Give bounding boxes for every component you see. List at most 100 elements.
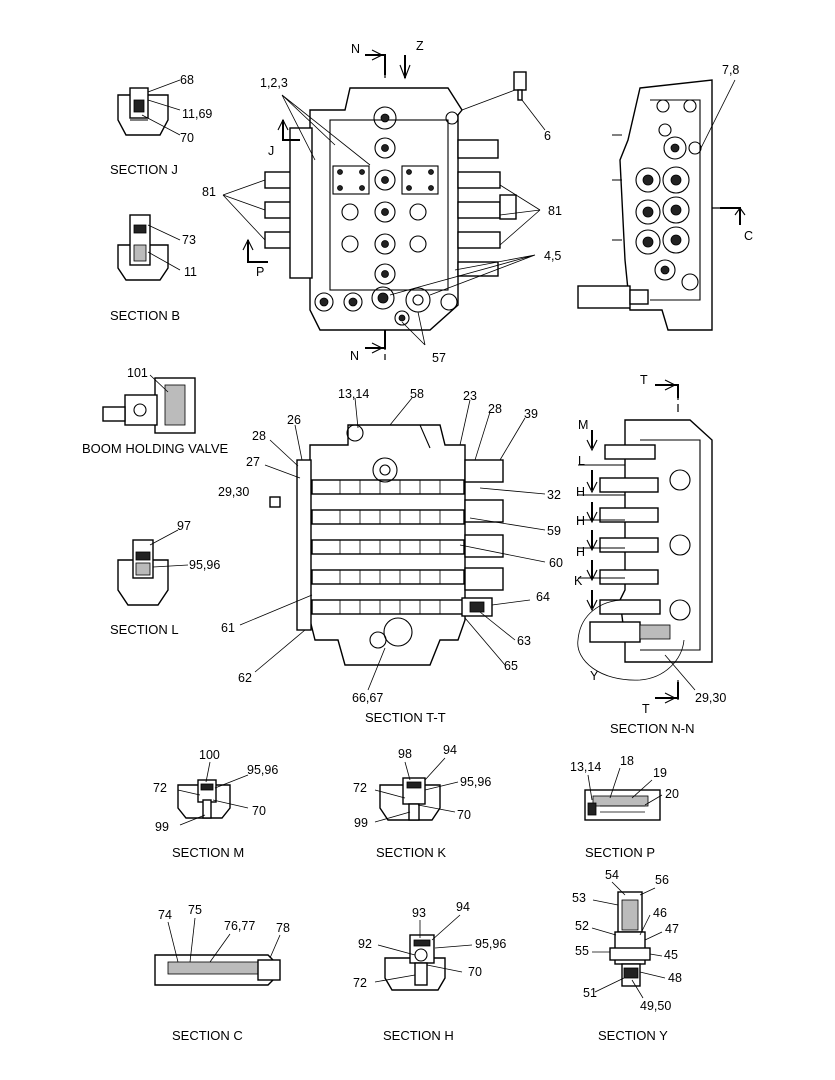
part-label-68: 68 [180, 73, 194, 87]
cut-letter-n-top: N [351, 42, 360, 56]
section-h-drawing [384, 934, 446, 991]
part-label-19: 19 [653, 766, 667, 780]
leader-lines [141, 79, 736, 999]
boom-holding-valve-drawing [102, 377, 196, 434]
part-label-100: 100 [199, 748, 220, 762]
part-label-28-right: 28 [488, 402, 502, 416]
cut-letter-h-1: H [576, 485, 585, 499]
part-label-70-h: 70 [468, 965, 482, 979]
cut-letter-y: Y [590, 669, 599, 683]
cut-letter-j: J [268, 144, 274, 158]
part-label-52: 52 [575, 919, 589, 933]
part-label-7-8: 7,8 [722, 63, 739, 77]
part-label-27: 27 [246, 455, 260, 469]
caption-section-nn: SECTION N-N [610, 721, 695, 736]
part-label-26: 26 [287, 413, 301, 427]
part-label-39: 39 [524, 407, 538, 421]
section-b-drawing [117, 214, 169, 281]
part-label-95-96-m: 95,96 [247, 763, 278, 777]
part-label-57: 57 [432, 351, 446, 365]
cut-letter-k: K [574, 574, 583, 588]
caption-section-c: SECTION C [172, 1028, 243, 1043]
part-label-11-69: 11,69 [182, 107, 212, 121]
side-view-drawing [577, 79, 730, 331]
part-label-94-k: 94 [443, 743, 457, 757]
caption-boom-holding-valve: BOOM HOLDING VALVE [82, 441, 228, 456]
part-label-72-m: 72 [153, 781, 167, 795]
part-label-97: 97 [177, 519, 191, 533]
part-label-46: 46 [653, 906, 667, 920]
cut-letter-c: C [744, 229, 753, 243]
caption-section-j: SECTION J [110, 162, 178, 177]
part-label-76-77: 76,77 [224, 919, 255, 933]
cut-letter-h-3: H [576, 545, 585, 559]
part-label-55: 55 [575, 944, 589, 958]
part-label-13-14-tt: 13,14 [338, 387, 369, 401]
part-label-29-30-nn: 29,30 [695, 691, 726, 705]
part-label-98: 98 [398, 747, 412, 761]
cut-letter-l: L [578, 454, 585, 468]
part-label-13-14-p: 13,14 [570, 760, 601, 774]
part-label-74: 74 [158, 908, 172, 922]
part-label-47: 47 [665, 922, 679, 936]
section-k-drawing [379, 777, 441, 821]
part-label-1-2-3: 1,2,3 [260, 76, 288, 90]
part-label-58: 58 [410, 387, 424, 401]
part-label-92: 92 [358, 937, 372, 951]
caption-section-b: SECTION B [110, 308, 180, 323]
part-label-62: 62 [238, 671, 252, 685]
part-label-70-k: 70 [457, 808, 471, 822]
part-label-49-50: 49,50 [640, 999, 671, 1013]
caption-section-m: SECTION M [172, 845, 244, 860]
part-label-93: 93 [412, 906, 426, 920]
cut-letter-labels: N Z J P N C T T M L H H H K Y [256, 39, 753, 716]
cut-markers [242, 49, 746, 704]
part-label-73: 73 [182, 233, 196, 247]
part-label-59: 59 [547, 524, 561, 538]
part-label-99-k: 99 [354, 816, 368, 830]
cut-letter-z: Z [416, 39, 424, 53]
cut-letter-n-bottom: N [350, 349, 359, 363]
part-label-20: 20 [665, 787, 679, 801]
part-label-29-30-tt: 29,30 [218, 485, 249, 499]
section-c-drawing [154, 954, 281, 986]
part-label-4-5: 4,5 [544, 249, 561, 263]
part-label-72-h: 72 [353, 976, 367, 990]
part-label-23: 23 [463, 389, 477, 403]
part-label-45: 45 [664, 948, 678, 962]
cut-letter-t-bottom: T [642, 702, 650, 716]
part-label-18: 18 [620, 754, 634, 768]
part-label-53: 53 [572, 891, 586, 905]
section-tt-drawing [269, 424, 504, 666]
part-label-60: 60 [549, 556, 563, 570]
part-label-61: 61 [221, 621, 235, 635]
section-m-drawing [177, 779, 231, 819]
part-label-64: 64 [536, 590, 550, 604]
section-y-drawing [609, 891, 651, 987]
section-p-drawing [584, 789, 661, 821]
part-label-75: 75 [188, 903, 202, 917]
part-label-81-left: 81 [202, 185, 216, 199]
part-label-95-96-k: 95,96 [460, 775, 491, 789]
part-label-70-m: 70 [252, 804, 266, 818]
part-label-65: 65 [504, 659, 518, 673]
part-label-95-96-l: 95,96 [189, 558, 220, 572]
caption-section-y: SECTION Y [598, 1028, 668, 1043]
part-labels: 68 11,69 70 1,2,3 6 7,8 81 81 73 4,5 11 … [127, 63, 739, 1013]
part-label-32: 32 [547, 488, 561, 502]
part-label-48: 48 [668, 971, 682, 985]
part-label-99-m: 99 [155, 820, 169, 834]
caption-section-k: SECTION K [376, 845, 446, 860]
cut-letter-t-top: T [640, 373, 648, 387]
part-label-94-h: 94 [456, 900, 470, 914]
cut-letter-m: M [578, 418, 588, 432]
caption-section-h: SECTION H [383, 1028, 454, 1043]
part-label-28-left: 28 [252, 429, 266, 443]
part-label-63: 63 [517, 634, 531, 648]
part-label-95-96-h: 95,96 [475, 937, 506, 951]
section-j-drawing [117, 87, 169, 136]
caption-section-p: SECTION P [585, 845, 655, 860]
cut-letter-p: P [256, 265, 264, 279]
part-label-56: 56 [655, 873, 669, 887]
